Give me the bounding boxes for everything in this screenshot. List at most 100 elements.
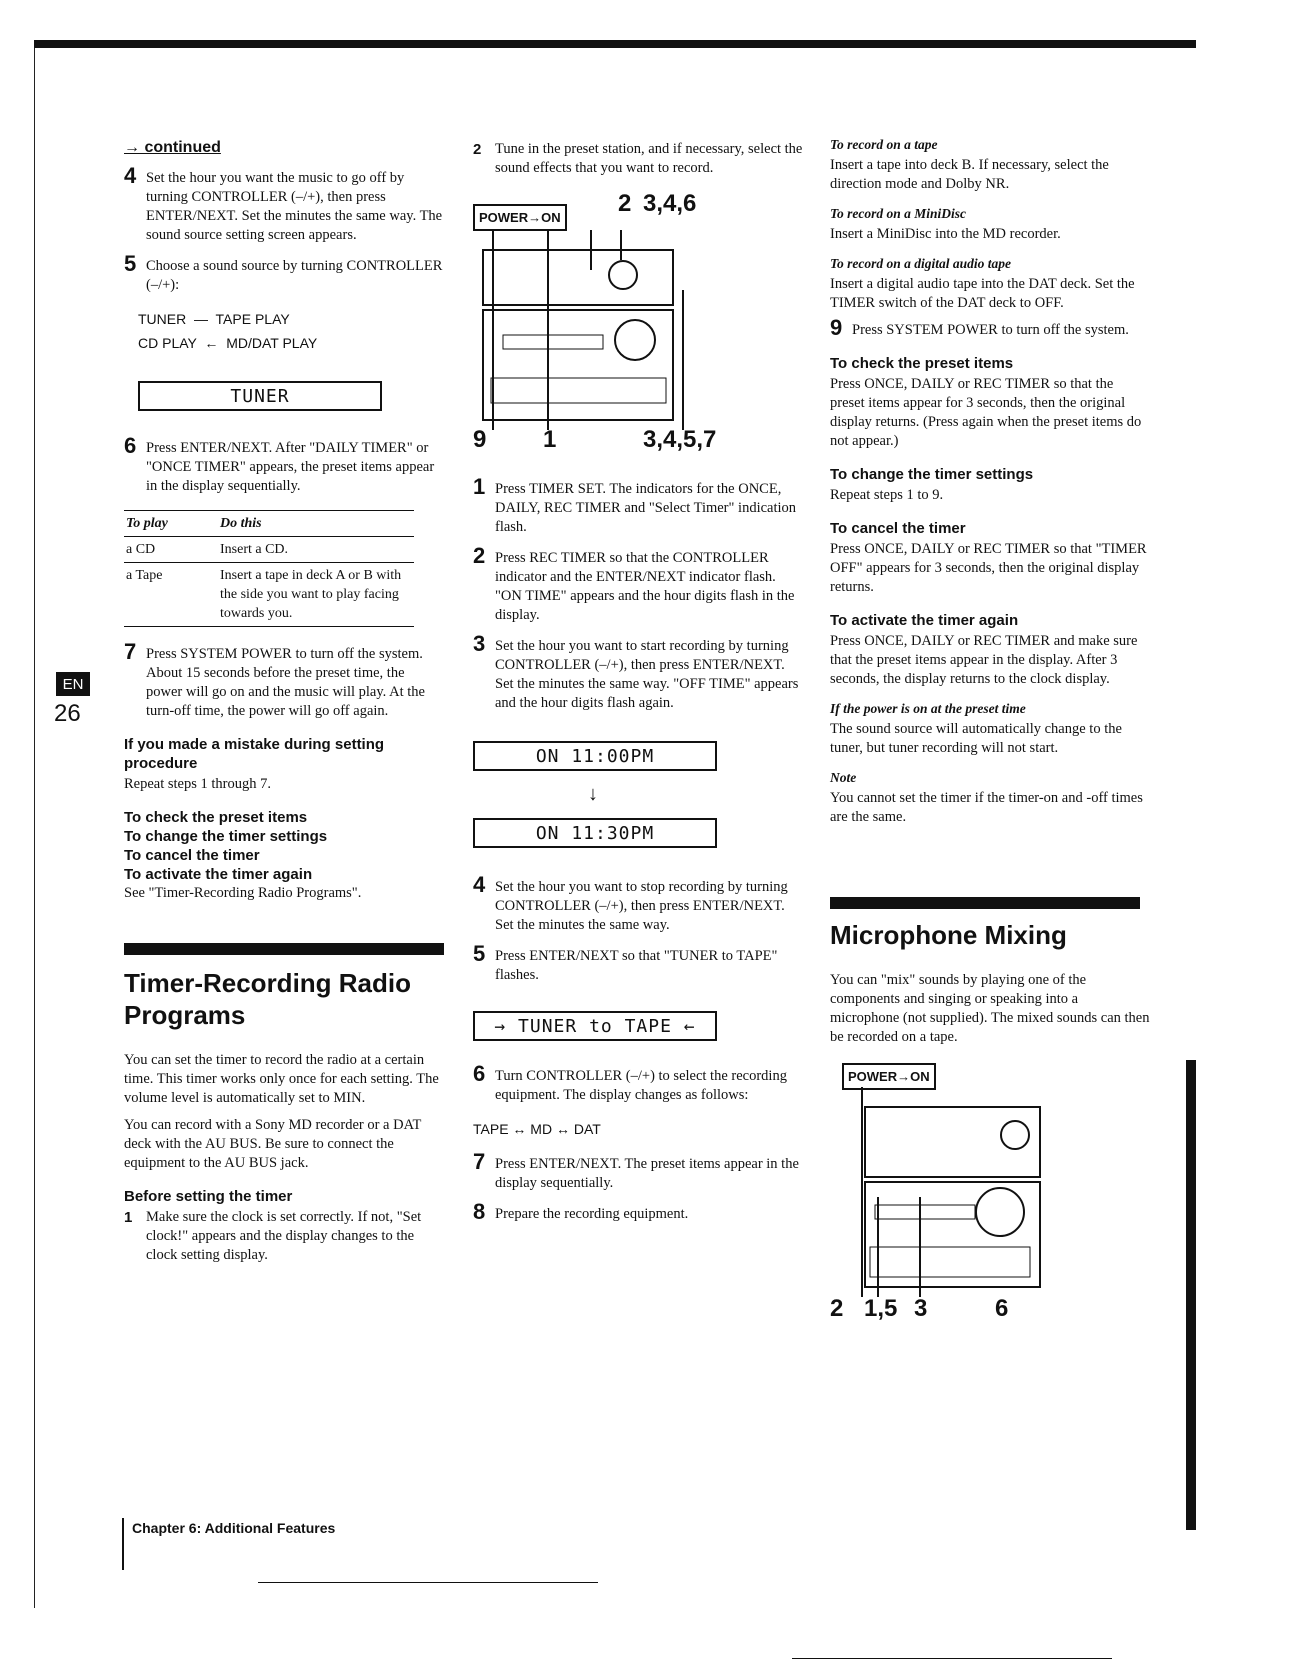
link-cancel: To cancel the timer bbox=[124, 847, 260, 864]
callout: 3,4,6 bbox=[643, 190, 697, 217]
power-on-button: POWER→ON bbox=[473, 204, 567, 231]
table-header: To play Do this bbox=[124, 510, 414, 537]
step-number: 7 bbox=[124, 639, 137, 664]
step-number: 2 bbox=[473, 141, 482, 158]
step-number: 2 bbox=[473, 543, 486, 568]
chapter-bar bbox=[122, 1518, 124, 1570]
activate-text: Press ONCE, DAILY or REC TIMER and make … bbox=[830, 633, 1138, 687]
section-bar bbox=[830, 897, 1140, 909]
table-head-cell: To play bbox=[124, 510, 218, 537]
change-heading: To change the timer settings bbox=[830, 466, 1034, 483]
callout: 3,4,5,7 bbox=[643, 426, 717, 453]
callout: 1,5 bbox=[864, 1295, 898, 1322]
step-text: Choose a sound source by turning CONTROL… bbox=[146, 258, 443, 293]
step-text: Set the hour you want to stop recording … bbox=[495, 879, 788, 933]
display-off-time: ON 11:30PM bbox=[473, 818, 717, 848]
step-5-enter: 5 Press ENTER/NEXT so that "TUNER to TAP… bbox=[473, 941, 803, 985]
equipment-cycle: TAPE ↔ MD ↔ DAT bbox=[473, 1121, 601, 1137]
table-cell: a CD bbox=[124, 536, 218, 563]
display-tuner-to-tape: → TUNER to TAPE ← bbox=[473, 1011, 717, 1041]
power-on-button: POWER→ON bbox=[842, 1063, 936, 1090]
step-number: 7 bbox=[473, 1149, 486, 1174]
step-text: Press ENTER/NEXT so that "TUNER to TAPE"… bbox=[495, 948, 778, 983]
table-cell: Insert a tape in deck A or B with the si… bbox=[218, 562, 414, 627]
footer-rule bbox=[792, 1658, 1112, 1659]
check-text: Press ONCE, DAILY or REC TIMER so that t… bbox=[830, 376, 1142, 449]
link-check: To check the preset items bbox=[124, 809, 308, 826]
display-text: ON 11:00PM bbox=[535, 745, 655, 767]
change-text: Repeat steps 1 to 9. bbox=[830, 487, 944, 503]
rec-md-heading: To record on a MiniDisc bbox=[830, 206, 967, 221]
callout: 3 bbox=[914, 1295, 928, 1322]
callout: 1 bbox=[543, 426, 557, 453]
table-head-cell: Do this bbox=[218, 510, 414, 537]
note-text: You cannot set the timer if the timer-on… bbox=[830, 790, 1143, 825]
step-number: 4 bbox=[124, 163, 137, 188]
step-text: Press TIMER SET. The indicators for the … bbox=[495, 481, 797, 535]
column-1: → continued 4 Set the hour you want the … bbox=[124, 138, 444, 1277]
step-1: 1 Press TIMER SET. The indicators for th… bbox=[473, 476, 803, 537]
source-cd: CD PLAY bbox=[138, 335, 197, 351]
power-heading: If the power is on at the preset time bbox=[830, 701, 1026, 716]
step-text: Set the hour you want to start recording… bbox=[495, 638, 799, 711]
continued-label: → continued bbox=[124, 139, 221, 156]
stereo-diagram-top: POWER→ON 2 3,4,6 9 1 3,4,5,7 bbox=[473, 190, 803, 460]
table-row: a Tape Insert a tape in deck A or B with… bbox=[124, 562, 414, 627]
step-text: Press SYSTEM POWER to turn off the syste… bbox=[146, 646, 425, 719]
source-tuner: TUNER bbox=[138, 311, 187, 327]
before-heading: Before setting the timer bbox=[124, 1188, 293, 1205]
power-text: The sound source will automatically chan… bbox=[830, 721, 1122, 756]
step-text: Press ENTER/NEXT. After "DAILY TIMER" or… bbox=[146, 440, 435, 494]
down-arrow-icon: ↓ bbox=[588, 783, 598, 805]
chapter-label: Chapter 6: Additional Features bbox=[132, 1520, 336, 1536]
rec-dat-heading: To record on a digital audio tape bbox=[830, 256, 1012, 271]
column-2: 2 Tune in the preset station, and if nec… bbox=[473, 140, 803, 1236]
step-number: 5 bbox=[124, 251, 137, 276]
step-6: 6 Press ENTER/NEXT. After "DAILY TIMER" … bbox=[124, 435, 444, 496]
check-heading: To check the preset items bbox=[830, 355, 1014, 372]
rec-dat-text: Insert a digital audio tape into the DAT… bbox=[830, 276, 1135, 311]
step-4: 4 Set the hour you want the music to go … bbox=[124, 163, 444, 245]
link-change: To change the timer settings bbox=[124, 828, 328, 845]
step-number: 8 bbox=[473, 1199, 486, 1224]
step-6-controller: 6 Turn CONTROLLER (–/+) to select the re… bbox=[473, 1061, 803, 1105]
display-tuner: TUNER bbox=[138, 381, 382, 411]
step-number: 9 bbox=[830, 315, 843, 340]
stereo-unit-illustration bbox=[861, 1087, 1041, 1297]
display-text: → TUNER to TAPE ← bbox=[494, 1015, 696, 1037]
step-9: 9 Press SYSTEM POWER to turn off the sys… bbox=[830, 315, 1150, 340]
table-row: a CD Insert a CD. bbox=[124, 536, 414, 563]
right-edge-bar bbox=[1186, 1060, 1196, 1530]
language-badge: EN bbox=[56, 672, 90, 696]
top-rule bbox=[34, 40, 1196, 48]
mistake-text: Repeat steps 1 through 7. bbox=[124, 776, 271, 792]
step-7: 7 Press SYSTEM POWER to turn off the sys… bbox=[124, 639, 444, 721]
cancel-heading: To cancel the timer bbox=[830, 520, 966, 537]
page-number: 26 bbox=[54, 700, 81, 727]
stereo-diagram-bottom: POWER→ON 2 1,5 3 6 bbox=[830, 1063, 1150, 1343]
source-tape: TAPE PLAY bbox=[215, 311, 290, 327]
table-cell: a Tape bbox=[124, 562, 218, 627]
step-8: 8 Prepare the recording equipment. bbox=[473, 1199, 803, 1224]
callout: 6 bbox=[995, 1295, 1009, 1322]
footer-rule bbox=[258, 1582, 598, 1583]
source-cycle: TUNER — TAPE PLAY CD PLAY ← MD/DAT PLAY bbox=[138, 311, 318, 351]
step-3: 3 Set the hour you want to start recordi… bbox=[473, 633, 803, 713]
section-title: Microphone Mixing bbox=[830, 920, 1067, 950]
step-2: 2 Press REC TIMER so that the CONTROLLER… bbox=[473, 543, 803, 625]
step-2-tune: 2 Tune in the preset station, and if nec… bbox=[473, 140, 803, 178]
step-number: 5 bbox=[473, 941, 486, 966]
step-7-enter: 7 Press ENTER/NEXT. The preset items app… bbox=[473, 1149, 803, 1193]
link-activate: To activate the timer again bbox=[124, 866, 313, 883]
step-4-stop: 4 Set the hour you want to stop recordin… bbox=[473, 874, 803, 935]
step-text: Tune in the preset station, and if neces… bbox=[495, 141, 803, 176]
intro-text: You can record with a Sony MD recorder o… bbox=[124, 1117, 422, 1171]
step-number: 1 bbox=[124, 1209, 133, 1226]
links-see-text: See "Timer-Recording Radio Programs". bbox=[124, 885, 362, 901]
intro-text: You can set the timer to record the radi… bbox=[124, 1052, 439, 1106]
rec-tape-heading: To record on a tape bbox=[830, 137, 938, 152]
step-number: 6 bbox=[473, 1061, 486, 1086]
callout: 9 bbox=[473, 426, 487, 453]
play-table: To play Do this a CD Insert a CD. a Tape… bbox=[124, 510, 414, 627]
step-text: Press REC TIMER so that the CONTROLLER i… bbox=[495, 550, 795, 623]
